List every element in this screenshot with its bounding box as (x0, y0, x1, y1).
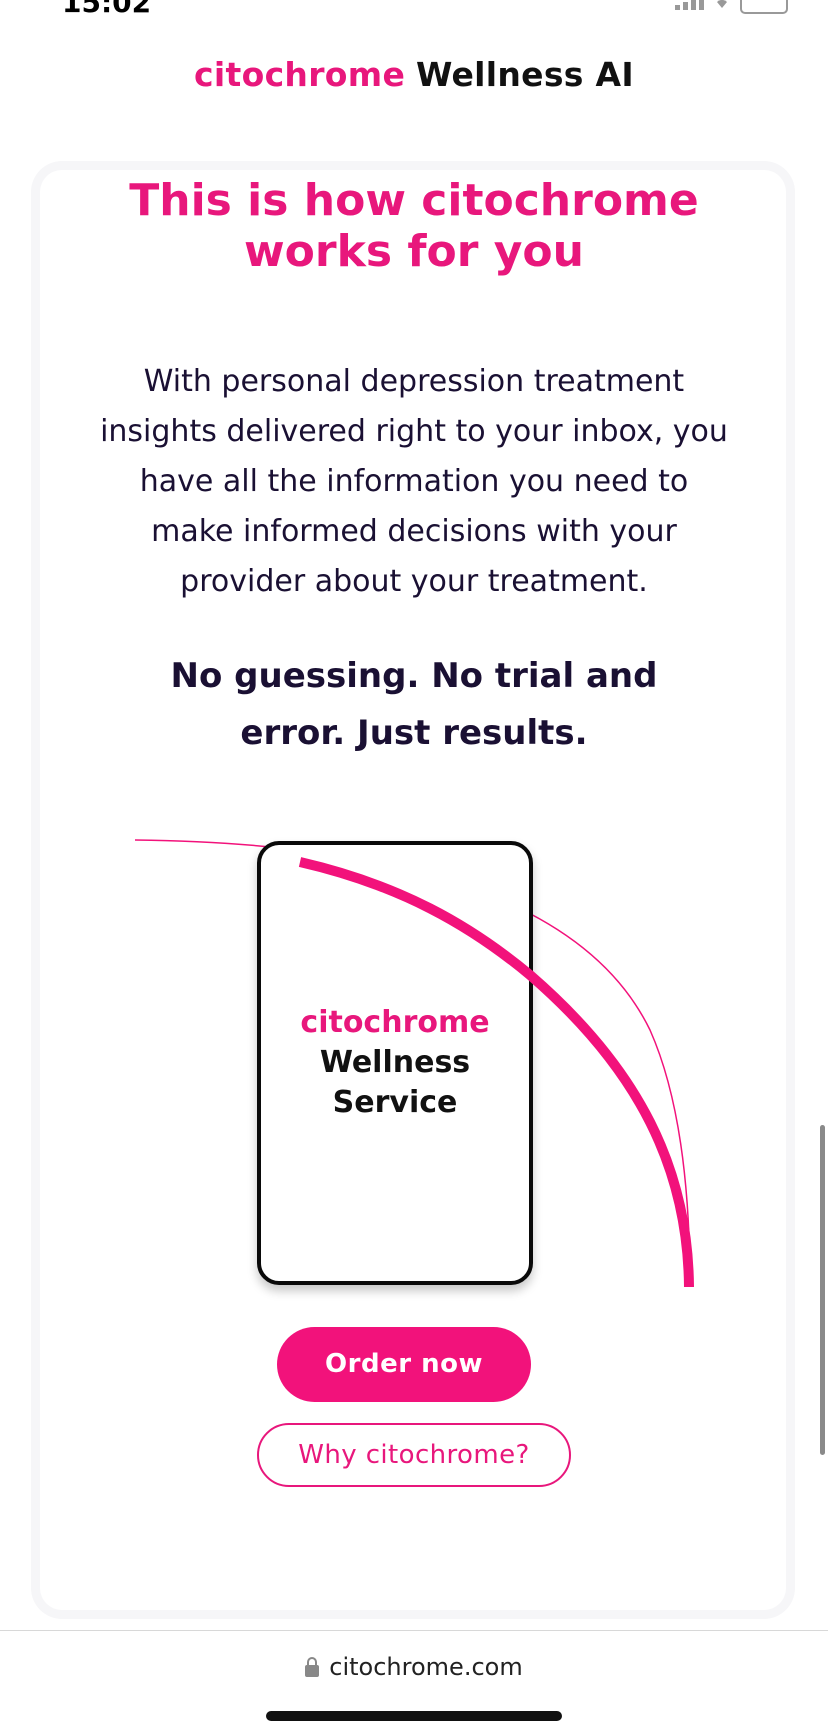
battery-icon (740, 0, 788, 14)
phone-mockup: citochrome Wellness Service (257, 841, 533, 1285)
address-bar[interactable]: citochrome.com (0, 1653, 828, 1681)
why-citochrome-button[interactable]: Why citochrome? (257, 1423, 571, 1487)
header-title-suffix: Wellness AI (415, 55, 634, 94)
tagline: No guessing. No trial and error. Just re… (170, 656, 658, 753)
browser-bottom-bar: citochrome.com (0, 1630, 828, 1734)
signal-icon (675, 0, 704, 10)
status-time: 15:02 (62, 0, 152, 19)
body-paragraph: With personal depression treatment insig… (100, 364, 728, 599)
page-headline: This is how citochrome works for you (129, 175, 699, 277)
status-bar: 15:02 (0, 0, 828, 19)
order-now-button[interactable]: Order now (277, 1327, 531, 1402)
phone-line-1: Wellness (319, 1045, 471, 1080)
phone-brand: citochrome (300, 1005, 490, 1040)
home-indicator[interactable] (266, 1711, 562, 1721)
app-header: citochrome Wellness AI (0, 30, 828, 120)
status-icons (675, 0, 788, 14)
phone-line-2: Service (332, 1085, 458, 1120)
phone-mockup-text: citochrome Wellness Service (261, 1003, 529, 1123)
wifi-icon (717, 0, 727, 8)
header-brand: citochrome (194, 55, 406, 94)
lock-icon (305, 1657, 320, 1677)
scrollbar[interactable] (820, 1125, 825, 1455)
url-text: citochrome.com (329, 1653, 523, 1681)
